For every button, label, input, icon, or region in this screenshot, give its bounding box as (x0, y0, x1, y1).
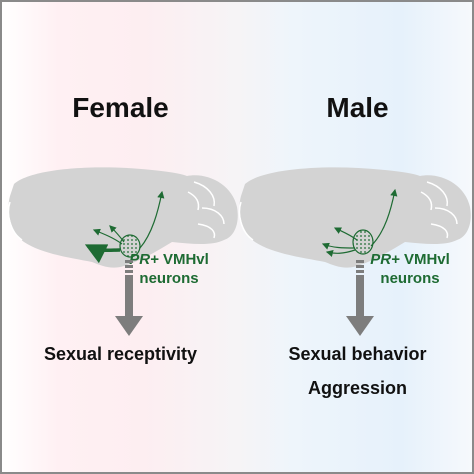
male-output-arrow (346, 260, 374, 336)
male-panel: Male PR+ VMHvl neurons (238, 2, 472, 472)
brain-silhouette (8, 167, 238, 268)
projection-mid (109, 225, 125, 243)
vmhvl-label: VMHvl (399, 251, 450, 268)
vmhvl-nucleus (119, 234, 141, 258)
projection-dorsal (370, 188, 398, 247)
projection-dorsal (139, 190, 165, 249)
vmhvl-label: VMHvl (158, 251, 209, 268)
cerebellum-folds (187, 181, 225, 239)
female-output-arrow (115, 260, 143, 336)
neurons-label: neurons (380, 270, 440, 287)
projection-thick (84, 244, 121, 264)
male-outcome-sexual-behavior: Sexual behavior (288, 344, 427, 364)
projection-lower (325, 249, 356, 257)
female-brain-diagram (7, 167, 238, 268)
olfactory-bulb (7, 201, 23, 241)
projection-mid (333, 227, 358, 241)
male-outcome-aggression: Aggression (307, 378, 408, 398)
olfactory-bulb (238, 201, 254, 241)
pr-plus-label: PR+ (129, 251, 159, 268)
female-title: Female (72, 92, 169, 123)
projection-forebrain (321, 242, 356, 250)
neurons-label: neurons (139, 270, 199, 287)
pr-plus-label: PR+ (370, 251, 400, 268)
brain-silhouette (239, 167, 471, 268)
vmhvl-nucleus (352, 229, 374, 255)
male-neuron-label: PR+ VMHvl neurons (355, 250, 465, 288)
female-panel: Female PR+ VMH (2, 2, 239, 472)
cerebellum-folds (420, 181, 458, 239)
female-outcome-sexual-receptivity: Sexual receptivity (43, 344, 198, 364)
male-title: Male (326, 92, 389, 123)
projection-forebrain (92, 228, 123, 245)
female-neuron-label: PR+ VMHvl neurons (114, 250, 224, 288)
male-brain-diagram (238, 167, 471, 268)
